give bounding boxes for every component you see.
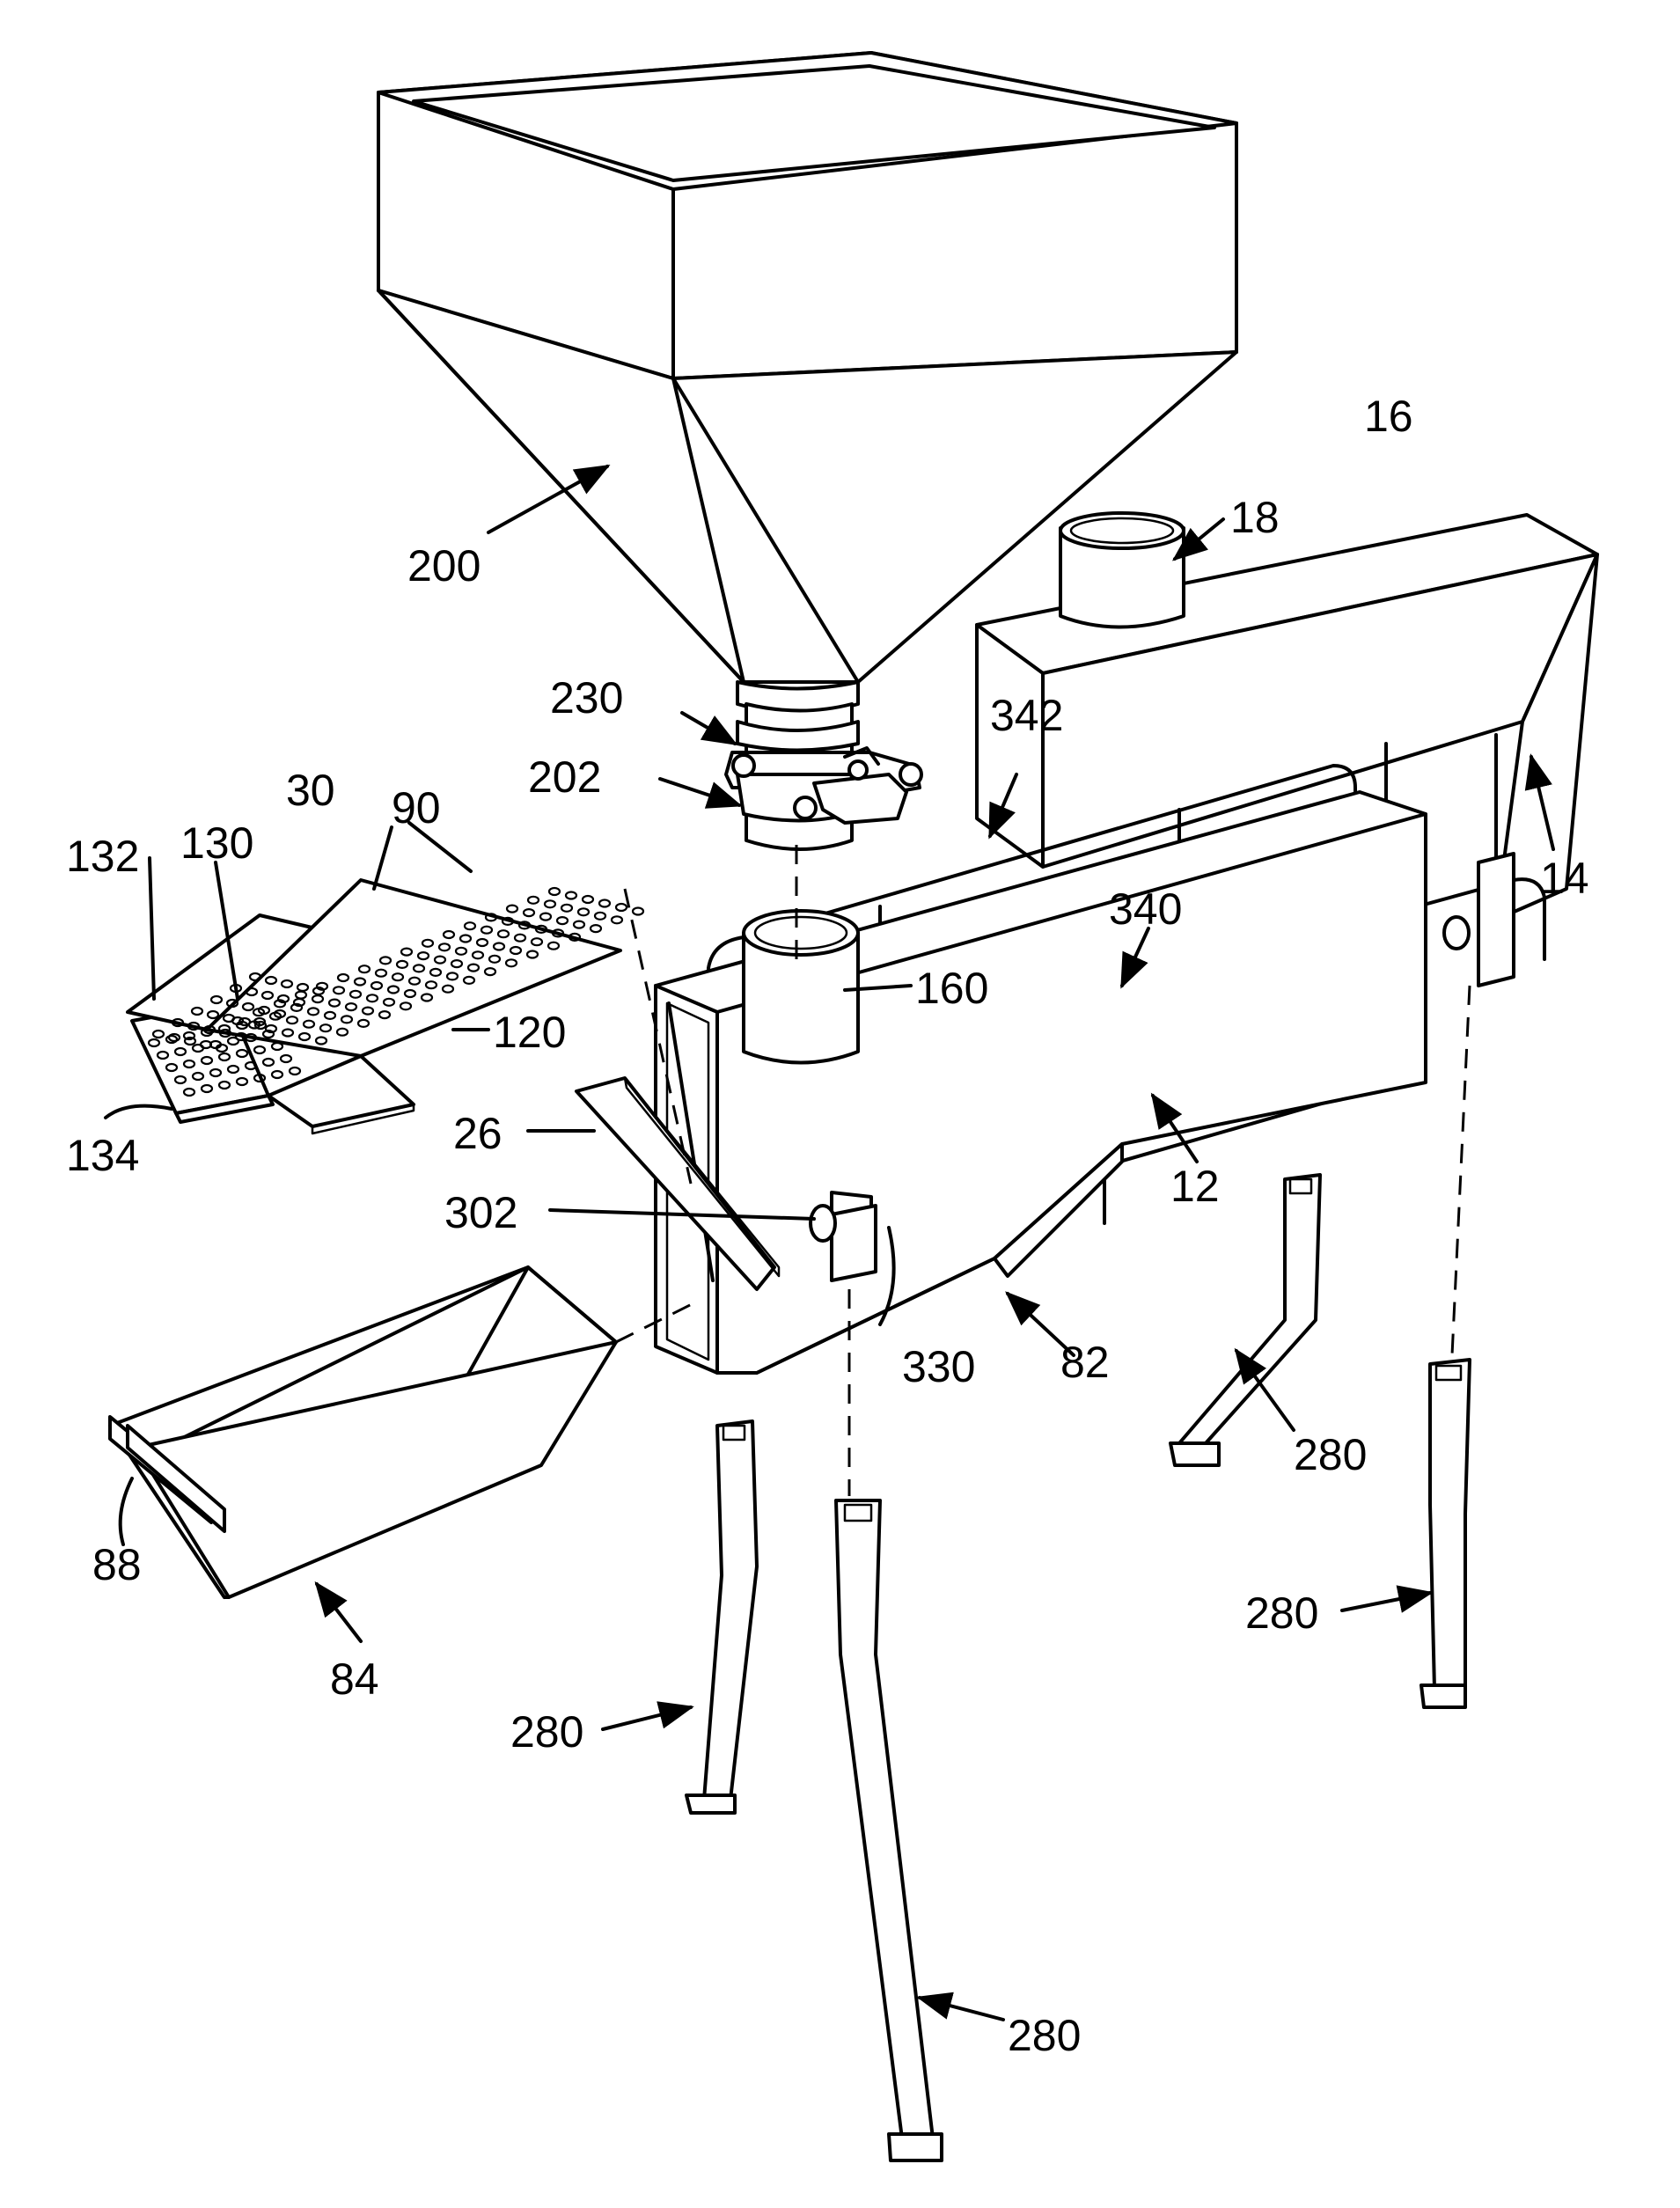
perforation-hole [595,913,605,920]
label-160: 160 [915,964,988,1013]
perforation-hole [549,888,560,895]
label-120: 120 [493,1008,566,1057]
label-302: 302 [444,1188,517,1237]
label-88: 88 [92,1540,142,1589]
label-12: 12 [1170,1162,1220,1211]
screen-30 [128,880,643,1133]
perforation-hole [545,900,555,907]
label-342: 342 [990,691,1063,740]
label-82: 82 [1060,1338,1110,1387]
perforation-hole [612,916,622,923]
label-280-d: 280 [1008,2011,1081,2060]
perforation-hole [281,1055,291,1062]
perforation-hole [540,913,551,921]
perforation-hole [583,896,593,903]
label-200: 200 [407,541,481,591]
label-14: 14 [1540,854,1589,903]
coupling-230 [726,704,921,849]
label-230: 230 [550,673,623,723]
perforation-hole [599,900,610,907]
perforation-hole [633,908,643,915]
label-132: 132 [66,832,139,881]
perforation-hole [566,892,576,899]
label-16: 16 [1364,392,1413,441]
label-30: 30 [286,766,335,815]
perforation-hole [591,925,601,932]
perforation-hole [272,1071,282,1078]
label-18: 18 [1230,493,1280,542]
label-280-a: 280 [1294,1430,1367,1479]
perforation-hole [557,917,568,924]
perforation-hole [272,1043,282,1050]
perforation-hole [524,909,534,916]
label-340: 340 [1109,884,1182,934]
perforation-hole [561,905,572,912]
perforation-hole [290,1067,300,1075]
label-134: 134 [66,1131,139,1180]
perforation-hole [616,904,627,911]
perforation-hole [254,1046,265,1053]
label-26: 26 [453,1109,503,1158]
label-90: 90 [392,783,441,833]
perforation-hole [528,897,539,904]
label-280-b: 280 [1245,1588,1318,1638]
label-130: 130 [180,818,253,868]
perforation-hole [578,908,589,915]
perforation-hole [263,1059,274,1066]
label-330: 330 [902,1342,975,1391]
tray-84 [110,1267,616,1597]
label-202: 202 [528,752,601,802]
label-84: 84 [330,1654,379,1704]
inlet-160 [744,911,858,1063]
perforation-hole [574,921,584,928]
perforation-hole [507,906,517,913]
label-280-c: 280 [510,1707,583,1757]
main-body-12 [656,792,1514,1373]
